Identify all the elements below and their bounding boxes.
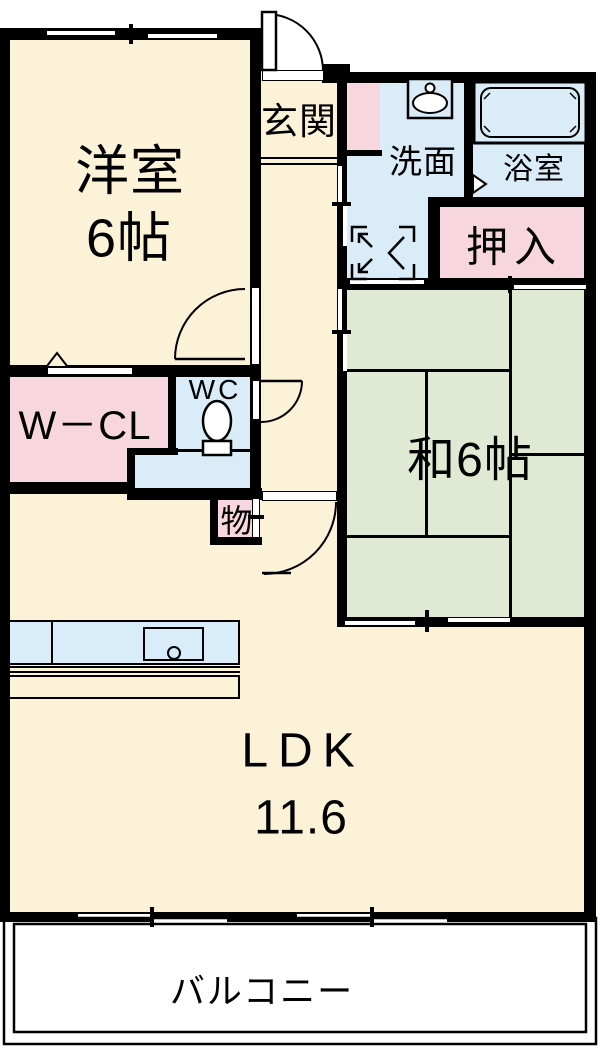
sink-icon: [406, 77, 454, 120]
yoshitsu-doorway: [251, 287, 260, 365]
entrance-door: [260, 10, 324, 72]
balcony-window-sash: [372, 918, 447, 922]
washitsu-hall-sliding-door: [343, 333, 347, 371]
wall-mono-bottom: [210, 537, 262, 545]
tatami-line: [510, 453, 584, 456]
sliding-center-tick: [508, 276, 512, 293]
room-wc-lower: [133, 450, 258, 492]
sliding-center-tick: [332, 202, 351, 206]
wall-oshiire-left: [428, 197, 440, 285]
senmen-sliding-door: [343, 206, 347, 246]
oshiire-fusuma: [514, 285, 586, 289]
washing-machine-pan-icon: [350, 225, 416, 281]
balcony-rail: [2, 916, 598, 1046]
wall-hall-senmen: [337, 68, 347, 292]
window-center-tick: [129, 24, 133, 44]
yoshitsu-door: [174, 288, 246, 361]
wall-washitsu-bottom: [337, 617, 592, 627]
wall-wcl-wc: [168, 377, 176, 452]
room-size-ldk: 11.6: [254, 791, 348, 845]
room-label-wcl: W－CL: [18, 404, 152, 448]
room-label-balcony: バルコニー: [169, 972, 355, 1012]
genkan-step-line: [261, 163, 338, 165]
wcl-folding-opening: [47, 367, 133, 375]
kitchen-cabinet: [8, 675, 240, 699]
wall-wc-bottom: [127, 488, 262, 500]
balcony-window-sash: [152, 918, 227, 922]
wall-genkan-left: [250, 28, 261, 500]
mono-door-tick: [248, 515, 264, 519]
room-label-ldk: LDK: [241, 724, 365, 778]
kitchen-counter-divider: [51, 620, 53, 665]
wall-wc-step-v: [127, 448, 135, 490]
room-label-oshiire: 押入: [465, 223, 563, 271]
room-label-senmen: 洗面: [389, 143, 457, 180]
wall-wcl-bottom: [0, 482, 135, 494]
room-label-yokushitsu: 浴室: [503, 153, 565, 186]
wall-mono-left: [210, 492, 218, 545]
oshiire-fusuma: [350, 280, 424, 284]
wall-senmen-bath: [464, 83, 473, 199]
washitsu-ldk-sliding-door: [448, 618, 510, 622]
room-label-wc: WC: [188, 374, 242, 405]
room-label-washitsu: 和6帖: [407, 434, 533, 487]
wall-top-right: [322, 72, 592, 83]
entrance-threshold: [262, 70, 324, 81]
genkan-storage-box: [345, 80, 380, 152]
washitsu-ldk-sliding-door: [345, 621, 415, 625]
toilet-icon: [201, 399, 233, 457]
room-label-yoshitsu: 洋室: [75, 141, 185, 202]
ldk-door: [262, 501, 337, 575]
sliding-center-tick: [332, 330, 351, 334]
wc-door: [260, 379, 303, 423]
kitchen-sink-drain: [167, 646, 181, 660]
room-label-mono: 物: [220, 503, 254, 539]
room-oshiire: [435, 202, 592, 284]
counter-edge-line: [8, 671, 240, 673]
room-size-yoshitsu: 6帖: [85, 208, 173, 269]
genkan-step-line: [261, 157, 338, 159]
window-sash: [148, 34, 217, 38]
bathtub-icon: [472, 80, 588, 145]
room-label-genkan: 玄関: [261, 101, 337, 142]
room-wcl-lower: [8, 372, 129, 490]
counter-edge-line: [8, 666, 240, 668]
wall-washitsu-left: [337, 278, 347, 627]
wall-wc-step: [127, 448, 178, 455]
washitsu-hall-sliding-door: [338, 289, 342, 331]
genkan-box-edge: [344, 150, 382, 156]
wall-left: [0, 28, 10, 922]
sliding-center-tick: [425, 610, 429, 632]
kitchen-sink: [143, 627, 204, 661]
wall-oshiire-top: [428, 197, 592, 207]
tatami-line: [347, 369, 510, 372]
tatami-line: [425, 370, 428, 537]
wcl-folding-door-icon: [46, 351, 68, 367]
balcony-window-sash: [297, 914, 372, 918]
window-sash: [47, 31, 115, 35]
ldk-doorway: [262, 491, 337, 501]
wc-doorway: [252, 380, 260, 420]
balcony-window-sash: [78, 914, 152, 918]
bath-door-arrow-icon: [472, 173, 488, 195]
tatami-line: [347, 535, 510, 538]
senmen-sliding-door: [338, 166, 342, 204]
